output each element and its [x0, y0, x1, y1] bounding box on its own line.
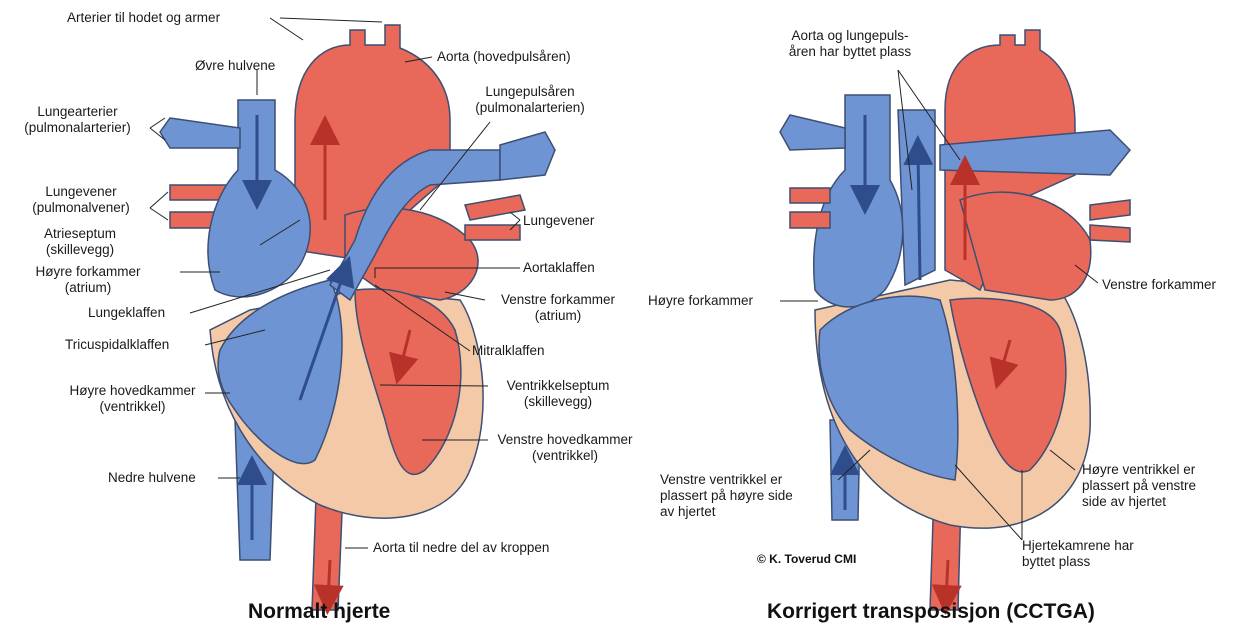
label-right-ventricle-line2: (ventrikkel)	[60, 399, 205, 415]
label-right-ventricle-position: Høyre ventrikkel er plassert på venstre …	[1082, 462, 1196, 510]
label-pulmonary-artery-line1: Lungepulsåren	[455, 84, 605, 100]
label-lower-vena-cava: Nedre hulvene	[108, 470, 196, 486]
label-lung-veins-right: Lungevener	[523, 213, 594, 229]
label-left-atrium: Venstre forkammer (atrium)	[488, 292, 628, 324]
copyright-notice: © K. Toverud CMI	[757, 552, 856, 566]
label-left-ventricle-line2: (ventrikkel)	[485, 448, 645, 464]
label-swapped-vessels-line2: åren har byttet plass	[765, 44, 935, 60]
label-lung-veins-left: Lungevener (pulmonalvener)	[12, 184, 150, 216]
label-pulmonary-artery: Lungepulsåren (pulmonalarterien)	[455, 84, 605, 116]
label-mitral-valve: Mitralklaffen	[472, 343, 545, 359]
label-aorta-lower: Aorta til nedre del av kroppen	[373, 540, 549, 556]
label-upper-vena-cava: Øvre hulvene	[195, 58, 275, 74]
label-swapped-chambers-line1: Hjertekamrene har	[1022, 538, 1134, 554]
label-atrial-septum-line1: Atrieseptum	[20, 226, 140, 242]
label-cctga-left-atrium: Venstre forkammer	[1102, 277, 1216, 293]
label-ventricular-septum: Ventrikkelseptum (skillevegg)	[488, 378, 628, 410]
label-left-ventricle-line1: Venstre hovedkammer	[485, 432, 645, 448]
label-right-ventricle-position-line1: Høyre ventrikkel er	[1082, 462, 1196, 478]
label-right-ventricle-position-line3: side av hjertet	[1082, 494, 1196, 510]
label-ventricular-septum-line1: Ventrikkelseptum	[488, 378, 628, 394]
label-lung-arteries-line2: (pulmonalarterier)	[5, 120, 150, 136]
label-left-atrium-line1: Venstre forkammer	[488, 292, 628, 308]
label-left-ventricle-position-line1: Venstre ventrikkel er	[660, 472, 793, 488]
label-swapped-chambers-line2: byttet plass	[1022, 554, 1134, 570]
label-aortic-valve: Aortaklaffen	[523, 260, 595, 276]
label-right-atrium: Høyre forkammer (atrium)	[28, 264, 148, 296]
label-left-ventricle: Venstre hovedkammer (ventrikkel)	[485, 432, 645, 464]
label-left-atrium-line2: (atrium)	[488, 308, 628, 324]
label-left-ventricle-position: Venstre ventrikkel er plassert på høyre …	[660, 472, 793, 520]
label-pulmonary-artery-line2: (pulmonalarterien)	[455, 100, 605, 116]
caption-normal: Normalt hjerte	[248, 600, 390, 624]
label-swapped-vessels-line1: Aorta og lungepuls-	[765, 28, 935, 44]
label-atrial-septum: Atrieseptum (skillevegg)	[20, 226, 140, 258]
label-tricuspid-valve: Tricuspidalklaffen	[65, 337, 169, 353]
label-aorta: Aorta (hovedpulsåren)	[437, 49, 571, 65]
label-lung-arteries: Lungearterier (pulmonalarterier)	[5, 104, 150, 136]
label-lung-veins-left-line2: (pulmonalvener)	[12, 200, 150, 216]
label-right-atrium-line1: Høyre forkammer	[28, 264, 148, 280]
label-left-ventricle-position-line3: av hjertet	[660, 504, 793, 520]
label-swapped-vessels: Aorta og lungepuls- åren har byttet plas…	[765, 28, 935, 60]
label-atrial-septum-line2: (skillevegg)	[20, 242, 140, 258]
label-ventricular-septum-line2: (skillevegg)	[488, 394, 628, 410]
label-right-ventricle: Høyre hovedkammer (ventrikkel)	[60, 383, 205, 415]
cctga-heart	[780, 30, 1130, 610]
label-pulmonary-valve: Lungeklaffen	[88, 305, 165, 321]
label-right-atrium-line2: (atrium)	[28, 280, 148, 296]
label-right-ventricle-line1: Høyre hovedkammer	[60, 383, 205, 399]
label-left-ventricle-position-line2: plassert på høyre side	[660, 488, 793, 504]
label-cctga-right-atrium: Høyre forkammer	[648, 293, 753, 309]
label-arteries-head-arms: Arterier til hodet og armer	[67, 10, 220, 26]
label-lung-veins-left-line1: Lungevener	[12, 184, 150, 200]
label-lung-arteries-line1: Lungearterier	[5, 104, 150, 120]
label-right-ventricle-position-line2: plassert på venstre	[1082, 478, 1196, 494]
caption-cctga: Korrigert transposisjon (CCTGA)	[767, 600, 1095, 624]
label-swapped-chambers: Hjertekamrene har byttet plass	[1022, 538, 1134, 570]
